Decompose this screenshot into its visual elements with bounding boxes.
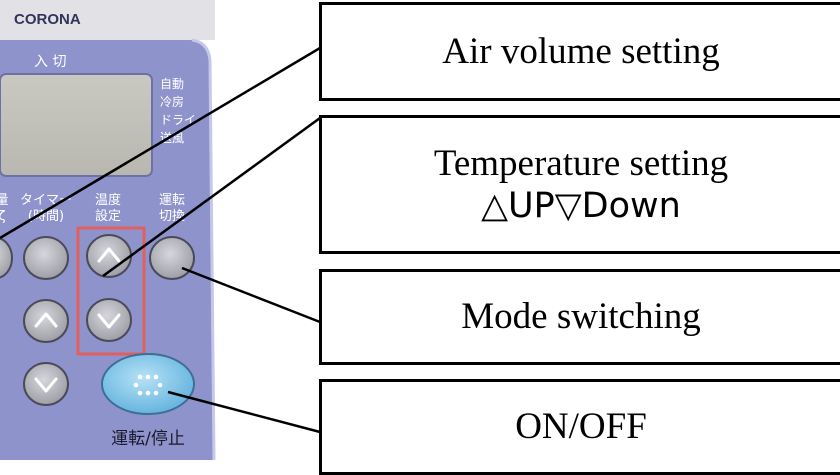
col-label-mode-line1: 運転 [159,193,185,208]
col-label-mode-line2: 切換 [159,209,185,224]
timer-button-main[interactable] [23,236,69,280]
col-label-air-line1: 量 [0,193,9,208]
leader-line-onoff [167,390,321,434]
leader-line-temperature [102,116,321,278]
callout-temperature-text: Temperature setting [433,143,729,185]
mode-switch-button[interactable] [149,236,195,280]
timer-down-icon [34,377,58,393]
timer-down-button[interactable] [23,362,69,406]
col-label-temp-line2: 設定 [95,208,121,224]
air-volume-button[interactable] [0,237,13,279]
temperature-highlight-frame [76,226,146,356]
onoff-button[interactable] [101,353,195,415]
power-label: 入 切 [34,54,66,70]
callout-onoff-text: ON/OFF [515,406,647,448]
callout-onoff: ON/OFF [319,379,840,475]
callout-mode-switching-text: Mode switching [461,296,701,338]
leader-line-mode [181,266,321,324]
mode-label-cool: 冷房 [160,94,184,109]
mode-label-dry: ドライ [160,113,196,127]
col-label-timer-line2: (時間) [28,209,64,224]
temp-down-button[interactable] [86,298,132,342]
temp-down-icon [97,313,121,329]
onoff-label: 運転/停止 [111,429,185,449]
timer-up-button[interactable] [23,299,69,343]
col-label-air-line2: ζ [0,209,6,224]
lcd-display [0,73,153,177]
onoff-dots-icon [133,374,163,396]
leader-line-air-volume [0,46,321,240]
leader-lines [0,46,321,434]
col-label-temp-line1: 温度 [95,192,121,208]
callout-temperature-updown: △UP▽Down [481,185,681,226]
remote-top-strip [0,0,215,40]
callout-air-volume: Air volume setting [319,2,840,101]
mode-label-auto: 自動 [160,77,184,91]
diagram-canvas: CORONA 入 切 自動 冷房 ドライ 送風 量 ζ タイマー (時間) 温度… [0,0,321,460]
temp-up-icon [97,247,121,263]
callout-mode-switching: Mode switching [319,269,840,365]
remote-panel-edge [191,38,216,460]
callout-temperature: Temperature setting △UP▽Down [319,115,840,254]
timer-up-icon [34,312,58,328]
brand-logo: CORONA [14,11,81,28]
remote-control: CORONA 入 切 自動 冷房 ドライ 送風 量 ζ タイマー (時間) 温度… [0,0,216,460]
callout-air-volume-text: Air volume setting [442,30,720,72]
